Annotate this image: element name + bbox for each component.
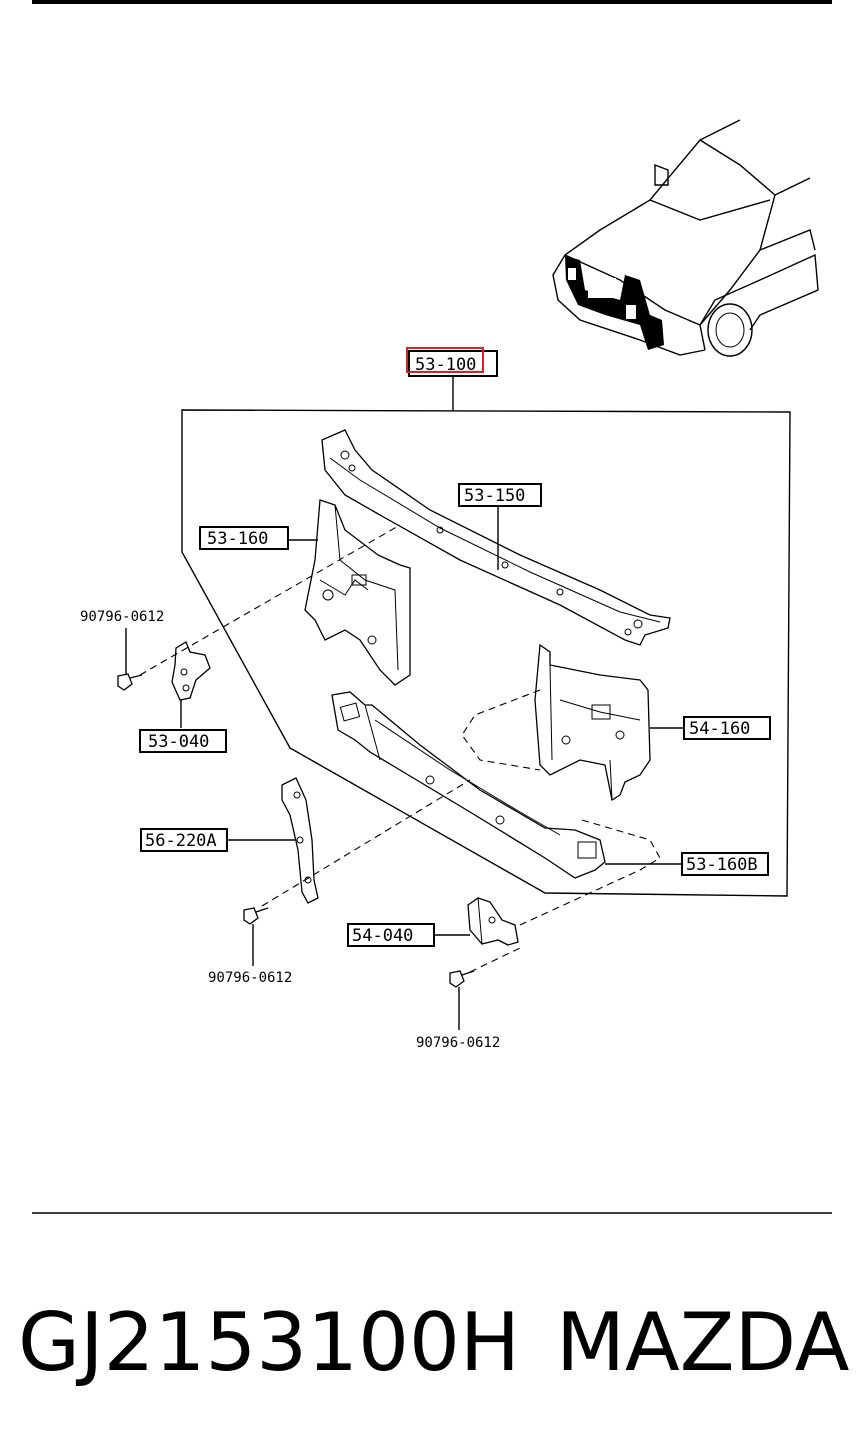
- bolt-label-3: 90796-0612: [416, 1035, 500, 1051]
- label-text-53-160b: 53-160B: [686, 855, 758, 875]
- label-text-53-160: 53-160: [207, 529, 268, 549]
- bolt-icon: [449, 970, 475, 988]
- top-border: [32, 0, 832, 4]
- car-thumbnail: [552, 119, 819, 357]
- assembly-outline: [181, 409, 791, 897]
- lower-crossmember: [331, 691, 606, 879]
- label-text-54-040: 54-040: [352, 926, 413, 946]
- label-53-160: 53-160: [199, 526, 289, 550]
- label-54-040: 54-040: [347, 923, 435, 947]
- bolt-label-1: 90796-0612: [80, 609, 164, 625]
- bolt-label-2: 90796-0612: [208, 970, 292, 986]
- label-text-53-100: 53-100: [415, 355, 476, 375]
- upper-crossmember: [321, 429, 671, 646]
- part-number: GJ2153100H: [18, 1296, 521, 1389]
- bolt-icon: [117, 673, 143, 691]
- right-bracket: [467, 897, 519, 946]
- brand-name: MAZDA: [556, 1296, 850, 1389]
- label-53-100: 53-100: [406, 347, 498, 377]
- label-53-040: 53-040: [139, 729, 227, 753]
- left-side-panel: [304, 499, 411, 686]
- bolt-icon: [243, 907, 269, 925]
- label-text-56-220a: 56-220A: [145, 831, 217, 851]
- label-text-53-150: 53-150: [464, 486, 525, 506]
- label-text-53-040: 53-040: [148, 732, 209, 752]
- label-53-160b: 53-160B: [681, 852, 769, 876]
- label-53-150: 53-150: [458, 483, 542, 507]
- left-bracket: [171, 641, 211, 701]
- label-text-54-160: 54-160: [689, 719, 750, 739]
- caption: GJ2153100H MAZDA: [18, 1298, 858, 1388]
- highlight-box: [406, 347, 484, 373]
- label-54-160: 54-160: [683, 716, 771, 740]
- label-56-220a: 56-220A: [140, 828, 228, 852]
- right-side-panel: [534, 643, 651, 802]
